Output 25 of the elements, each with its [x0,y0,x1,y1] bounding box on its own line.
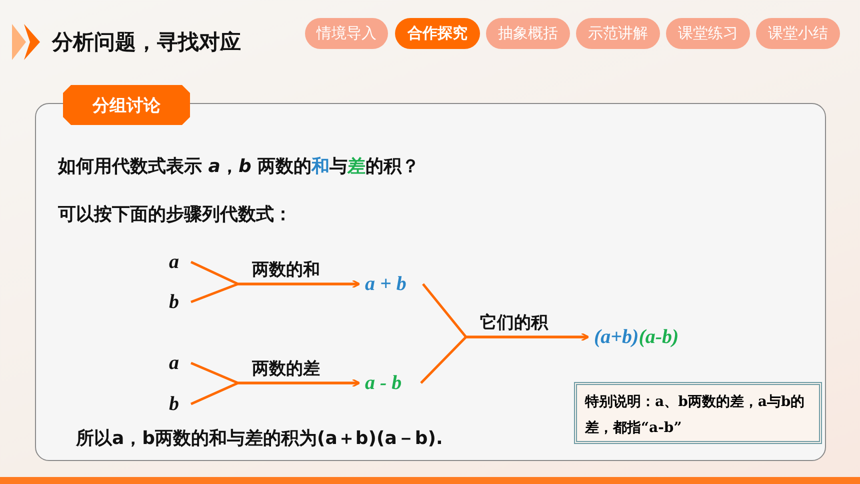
tab-button: 示范讲解 [576,18,660,49]
tab-button: 抽象概括 [486,18,570,49]
tab-button: 课堂小结 [756,18,840,49]
arrow [190,378,360,406]
expression-label: a + b [365,273,415,295]
section-tag: 分组讨论 [63,85,190,125]
tab-button: 情境导入 [305,18,388,49]
product-expression: (a+b)(a-b) [594,326,694,348]
variable-label: b [169,393,183,415]
tab-button: 课堂练习 [666,18,750,49]
instruction-text: 可以按下面的步骤列代数式： [58,203,292,226]
expression-label: a - b [365,372,413,394]
arrow [190,280,360,304]
question-text: 如何用代数式表示 a，b 两数的和与差的积？ [58,155,420,178]
edge-label: 两数的和 [252,259,320,281]
note-box: 特别说明：a、b两数的差，a与b的差，都指“a-b” [574,382,822,444]
arrow [420,332,590,384]
tab-button: 合作探究 [395,18,480,49]
edge-label: 两数的差 [252,358,320,380]
variable-label: b [169,291,183,313]
conclusion-text: 所以a，b两数的和与差的积为(a＋b)(a－b). [76,427,443,450]
variable-label: a [169,352,183,374]
heading: 分析问题，寻找对应 [52,29,241,56]
edge-label: 它们的积 [480,312,548,334]
variable-label: a [169,251,183,273]
